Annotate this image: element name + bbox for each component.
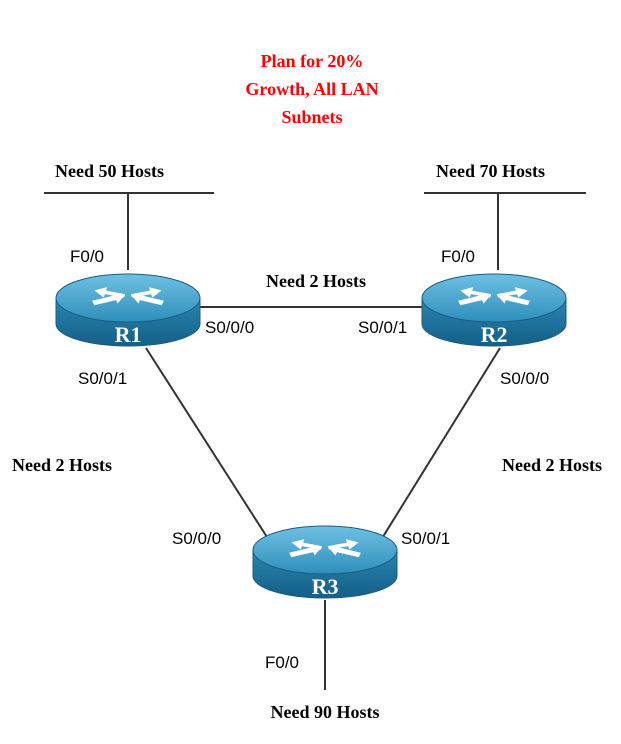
r2-f0-0-label: F0/0 [441, 247, 475, 266]
diagram-title-line-1: Plan for 20% [261, 51, 364, 71]
router-r3-label: R3 [312, 574, 339, 599]
r2-s0-0-0-label: S0/0/0 [500, 369, 549, 388]
r1-s0-0-0-label: S0/0/0 [205, 318, 254, 337]
lan-r2-label: Need 70 Hosts [436, 161, 545, 181]
wan-r1-r3-label: Need 2 Hosts [12, 455, 112, 475]
lan-r3-label: Need 90 Hosts [271, 702, 380, 722]
r3-s0-0-0-label: S0/0/0 [172, 529, 221, 548]
wan-r2-r3-label: Need 2 Hosts [502, 455, 602, 475]
router-r1-label: R1 [115, 322, 142, 347]
wan-link-r2-r3 [375, 347, 501, 549]
router-r1: R1 [55, 273, 201, 347]
wan-r1-r2-label: Need 2 Hosts [266, 271, 366, 291]
r3-s0-0-1-label: S0/0/1 [401, 529, 450, 548]
r3-f0-0-label: F0/0 [265, 653, 299, 672]
r1-f0-0-label: F0/0 [70, 247, 104, 266]
lan-r1-label: Need 50 Hosts [55, 161, 164, 181]
r1-s0-0-1-label: S0/0/1 [78, 369, 127, 388]
wan-link-r1-r3 [145, 347, 275, 549]
router-r2: R2 [421, 273, 567, 347]
diagram-title-line-3: Subnets [281, 107, 342, 127]
router-r3: R3 [252, 525, 398, 599]
router-r2-label: R2 [481, 322, 508, 347]
diagram-title-line-2: Growth, All LAN [245, 79, 378, 99]
r2-s0-0-1-label: S0/0/1 [358, 318, 407, 337]
